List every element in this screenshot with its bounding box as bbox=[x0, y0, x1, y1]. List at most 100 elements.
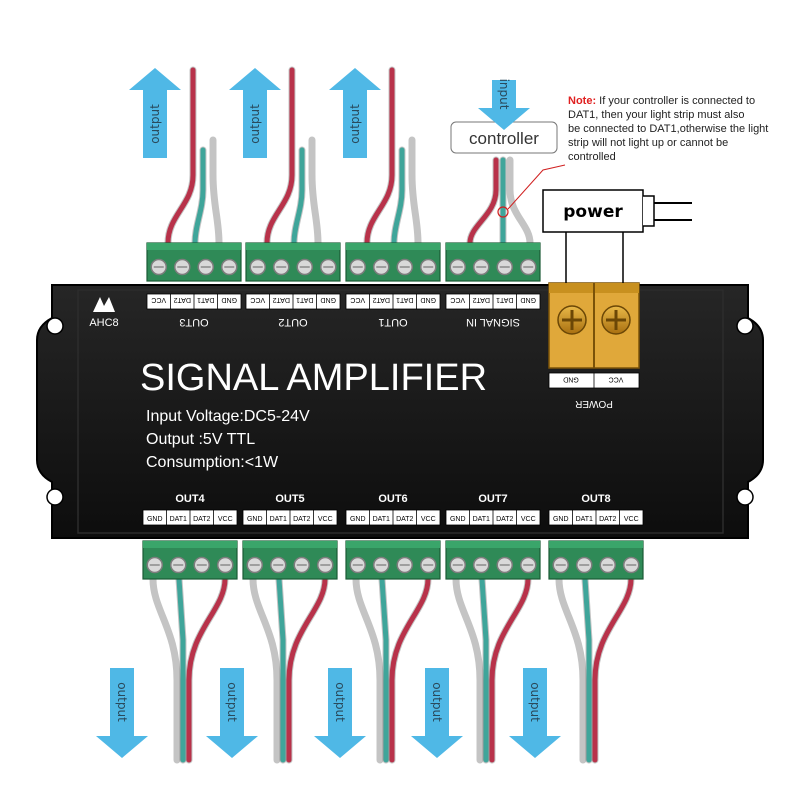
spec-input-voltage: Input Voltage:DC5-24V bbox=[146, 408, 310, 425]
brand-logo-text: AHC8 bbox=[89, 317, 118, 329]
pin-label: DAT1 bbox=[170, 516, 187, 523]
arrow-label: output bbox=[348, 104, 362, 144]
pin-label: DAT2 bbox=[272, 296, 289, 303]
wire bbox=[276, 576, 286, 763]
pin-label: GND bbox=[247, 516, 263, 523]
power-pin-labels: GND VCC bbox=[548, 372, 640, 389]
bottom-port-label: OUT7 bbox=[478, 493, 507, 505]
bottom-terminal-block[interactable] bbox=[242, 540, 338, 580]
bottom-pin-labels: GND DAT1 DAT2 VCC bbox=[548, 509, 644, 526]
wire bbox=[389, 576, 431, 763]
pin-label: VCC bbox=[350, 296, 365, 303]
arrow-label: output bbox=[248, 104, 262, 144]
controller-label: controller bbox=[469, 129, 539, 148]
power-pin-label: GND bbox=[563, 376, 579, 383]
mounting-hole-right-top bbox=[736, 317, 754, 335]
controller-callout: controller bbox=[450, 121, 566, 218]
spec-output: Output :5V TTL bbox=[146, 431, 255, 448]
top-port-label: OUT3 bbox=[179, 316, 208, 328]
wire bbox=[165, 67, 196, 246]
power-callout: power bbox=[542, 189, 692, 283]
pin-label: DAT2 bbox=[293, 516, 310, 523]
brand-logo: AHC8 bbox=[89, 297, 119, 329]
power-terminal[interactable] bbox=[548, 282, 640, 369]
wire bbox=[176, 576, 186, 763]
pin-label: VCC bbox=[624, 516, 639, 523]
pin-label: DAT1 bbox=[396, 296, 413, 303]
wire bbox=[592, 576, 634, 763]
wire bbox=[582, 576, 592, 763]
wire bbox=[210, 137, 222, 246]
arrow-label: output bbox=[528, 682, 542, 722]
arrow-label: output bbox=[115, 682, 129, 722]
top-port-label: SIGNAL IN bbox=[466, 316, 520, 328]
pin-label: DAT2 bbox=[173, 296, 190, 303]
bottom-terminal-block[interactable] bbox=[142, 540, 238, 580]
pin-label: DAT1 bbox=[576, 516, 593, 523]
wire bbox=[507, 157, 533, 246]
mounting-hole-left-bottom bbox=[46, 488, 64, 506]
pin-label: DAT2 bbox=[396, 516, 413, 523]
pin-label: VCC bbox=[521, 516, 536, 523]
pin-label: GND bbox=[221, 296, 237, 303]
pin-label: DAT1 bbox=[473, 516, 490, 523]
wire bbox=[353, 576, 383, 763]
wire bbox=[250, 576, 280, 763]
pin-label: VCC bbox=[151, 296, 166, 303]
pin-label: GND bbox=[553, 516, 569, 523]
bottom-port-label: OUT8 bbox=[581, 493, 610, 505]
pin-label: DAT1 bbox=[496, 296, 513, 303]
pin-label: DAT2 bbox=[472, 296, 489, 303]
arrow-label: output bbox=[333, 682, 347, 722]
spec-consumption: Consumption:<1W bbox=[146, 454, 279, 471]
arrow-label: output bbox=[225, 682, 239, 722]
power-box bbox=[542, 189, 644, 233]
wire bbox=[364, 67, 395, 246]
pin-label: DAT1 bbox=[270, 516, 287, 523]
output-arrow-out1: output bbox=[329, 68, 381, 158]
top-terminal-block[interactable] bbox=[445, 242, 541, 282]
output-arrow-out6: output bbox=[314, 668, 366, 758]
wire bbox=[453, 576, 483, 763]
output-arrow-out4: output bbox=[96, 668, 148, 758]
wire bbox=[467, 157, 499, 246]
dat1-marker bbox=[497, 206, 509, 218]
bottom-terminal-block[interactable] bbox=[548, 540, 644, 580]
top-terminal-block[interactable] bbox=[146, 242, 242, 282]
arrow-label: input bbox=[497, 79, 511, 110]
wire bbox=[479, 576, 489, 763]
bottom-terminal-block[interactable] bbox=[445, 540, 541, 580]
note: Note: If your controller is connected to… bbox=[568, 95, 771, 163]
wire bbox=[286, 576, 328, 763]
top-terminal-block[interactable] bbox=[245, 242, 341, 282]
power-pin-label: VCC bbox=[609, 376, 624, 383]
output-arrow-out8: output bbox=[509, 668, 561, 758]
input-arrow-signal: input bbox=[478, 79, 530, 130]
bottom-terminal-block[interactable] bbox=[345, 540, 441, 580]
pin-label: DAT1 bbox=[197, 296, 214, 303]
top-port-label: OUT1 bbox=[378, 316, 407, 328]
power-screw-left[interactable] bbox=[557, 305, 587, 335]
output-arrow-out7: output bbox=[411, 668, 463, 758]
wire bbox=[291, 147, 305, 246]
mounting-hole-left-top bbox=[46, 317, 64, 335]
power-screw-right[interactable] bbox=[601, 305, 631, 335]
power-port-label: POWER bbox=[575, 398, 613, 409]
pin-label: GND bbox=[147, 516, 163, 523]
pin-label: VCC bbox=[421, 516, 436, 523]
pin-label: DAT1 bbox=[296, 296, 313, 303]
pin-label: DAT2 bbox=[599, 516, 616, 523]
wire bbox=[264, 67, 295, 246]
wire bbox=[379, 576, 389, 763]
pin-label: VCC bbox=[250, 296, 265, 303]
top-terminal-block[interactable] bbox=[345, 242, 441, 282]
wire bbox=[309, 137, 321, 246]
